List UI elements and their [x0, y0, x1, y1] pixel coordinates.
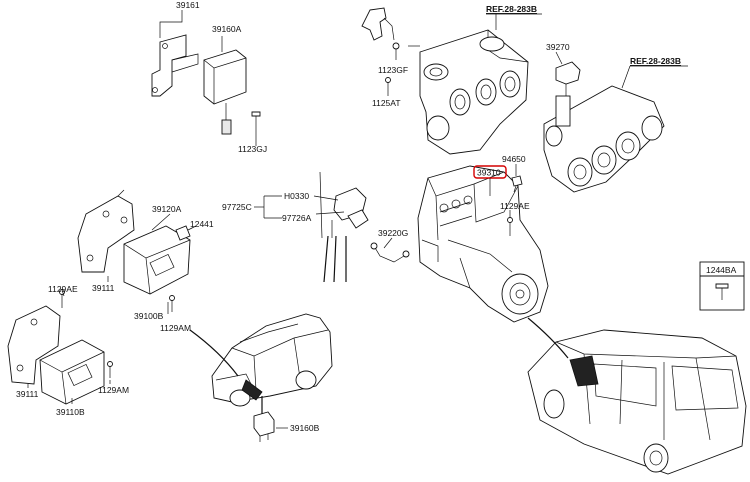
- label-1129AE-left: 1129AE: [48, 284, 78, 294]
- label-1123GJ: 1123GJ: [238, 144, 267, 154]
- label-1129AE-right: 1129AE: [500, 201, 530, 211]
- part-box-1244BA: [699, 261, 745, 311]
- label-39111-bottom: 39111: [16, 389, 39, 399]
- label-39110B: 39110B: [56, 407, 85, 417]
- label-39161: 39161: [176, 0, 200, 10]
- label-1123GF: 1123GF: [378, 65, 408, 75]
- sensor-39220G: [370, 242, 410, 263]
- label-39160A: 39160A: [212, 24, 242, 34]
- sensor-12441: [175, 225, 191, 241]
- bracket-39111-top: [77, 189, 135, 273]
- ecu-39110B: [39, 339, 105, 405]
- label-H0330: H0330: [284, 191, 309, 201]
- label-39120A: 39120A: [152, 204, 182, 214]
- sensor-94650: [511, 175, 523, 193]
- sensor-39270: [555, 61, 581, 98]
- label-39160B: 39160B: [290, 423, 320, 433]
- sensor-top: [361, 7, 395, 41]
- bolt-1129AM-bottom: [107, 361, 113, 378]
- label-39310: 39310: [477, 168, 501, 178]
- label-1125AT: 1125AT: [372, 98, 401, 108]
- label-1129AM-bottom: 1129AM: [98, 385, 129, 395]
- engine-assembly: [417, 165, 549, 323]
- label-94650: 94650: [502, 154, 526, 164]
- bolt-1123GF: [392, 42, 400, 60]
- label-39220G: 39220G: [378, 228, 408, 238]
- label-12441: 12441: [190, 219, 214, 229]
- bolt-1129AE-right: [507, 217, 513, 236]
- bolt-1123GJ: [251, 111, 261, 132]
- label-39100B: 39100B: [134, 311, 164, 321]
- bracket-39111-bottom: [7, 305, 61, 385]
- label-97726A: 97726A: [282, 213, 312, 223]
- label-39111-top: 39111: [92, 283, 115, 293]
- label-97725C: 97725C: [222, 202, 252, 212]
- relay-39160B: [253, 411, 275, 442]
- van-front-view: [189, 313, 333, 414]
- label-ref-28-283B-top: REF.28-283B: [486, 4, 537, 14]
- harness-97725C: [319, 171, 369, 283]
- module-39160A: [203, 49, 247, 135]
- ecu-39100B: [123, 225, 191, 295]
- intake-manifold-ref2: [543, 85, 665, 193]
- van-rear-view: [527, 317, 747, 475]
- label-ref-28-283B-right: REF.28-283B: [630, 56, 681, 66]
- label-1129AM-top: 1129AM: [160, 323, 191, 333]
- label-1244BA: 1244BA: [706, 265, 737, 275]
- bracket-39161: [151, 34, 199, 97]
- bolt-1129AM-top: [169, 295, 175, 312]
- label-39270: 39270: [546, 42, 570, 52]
- intake-manifold-ref1: [419, 29, 529, 155]
- bolt-1125AT: [385, 77, 391, 96]
